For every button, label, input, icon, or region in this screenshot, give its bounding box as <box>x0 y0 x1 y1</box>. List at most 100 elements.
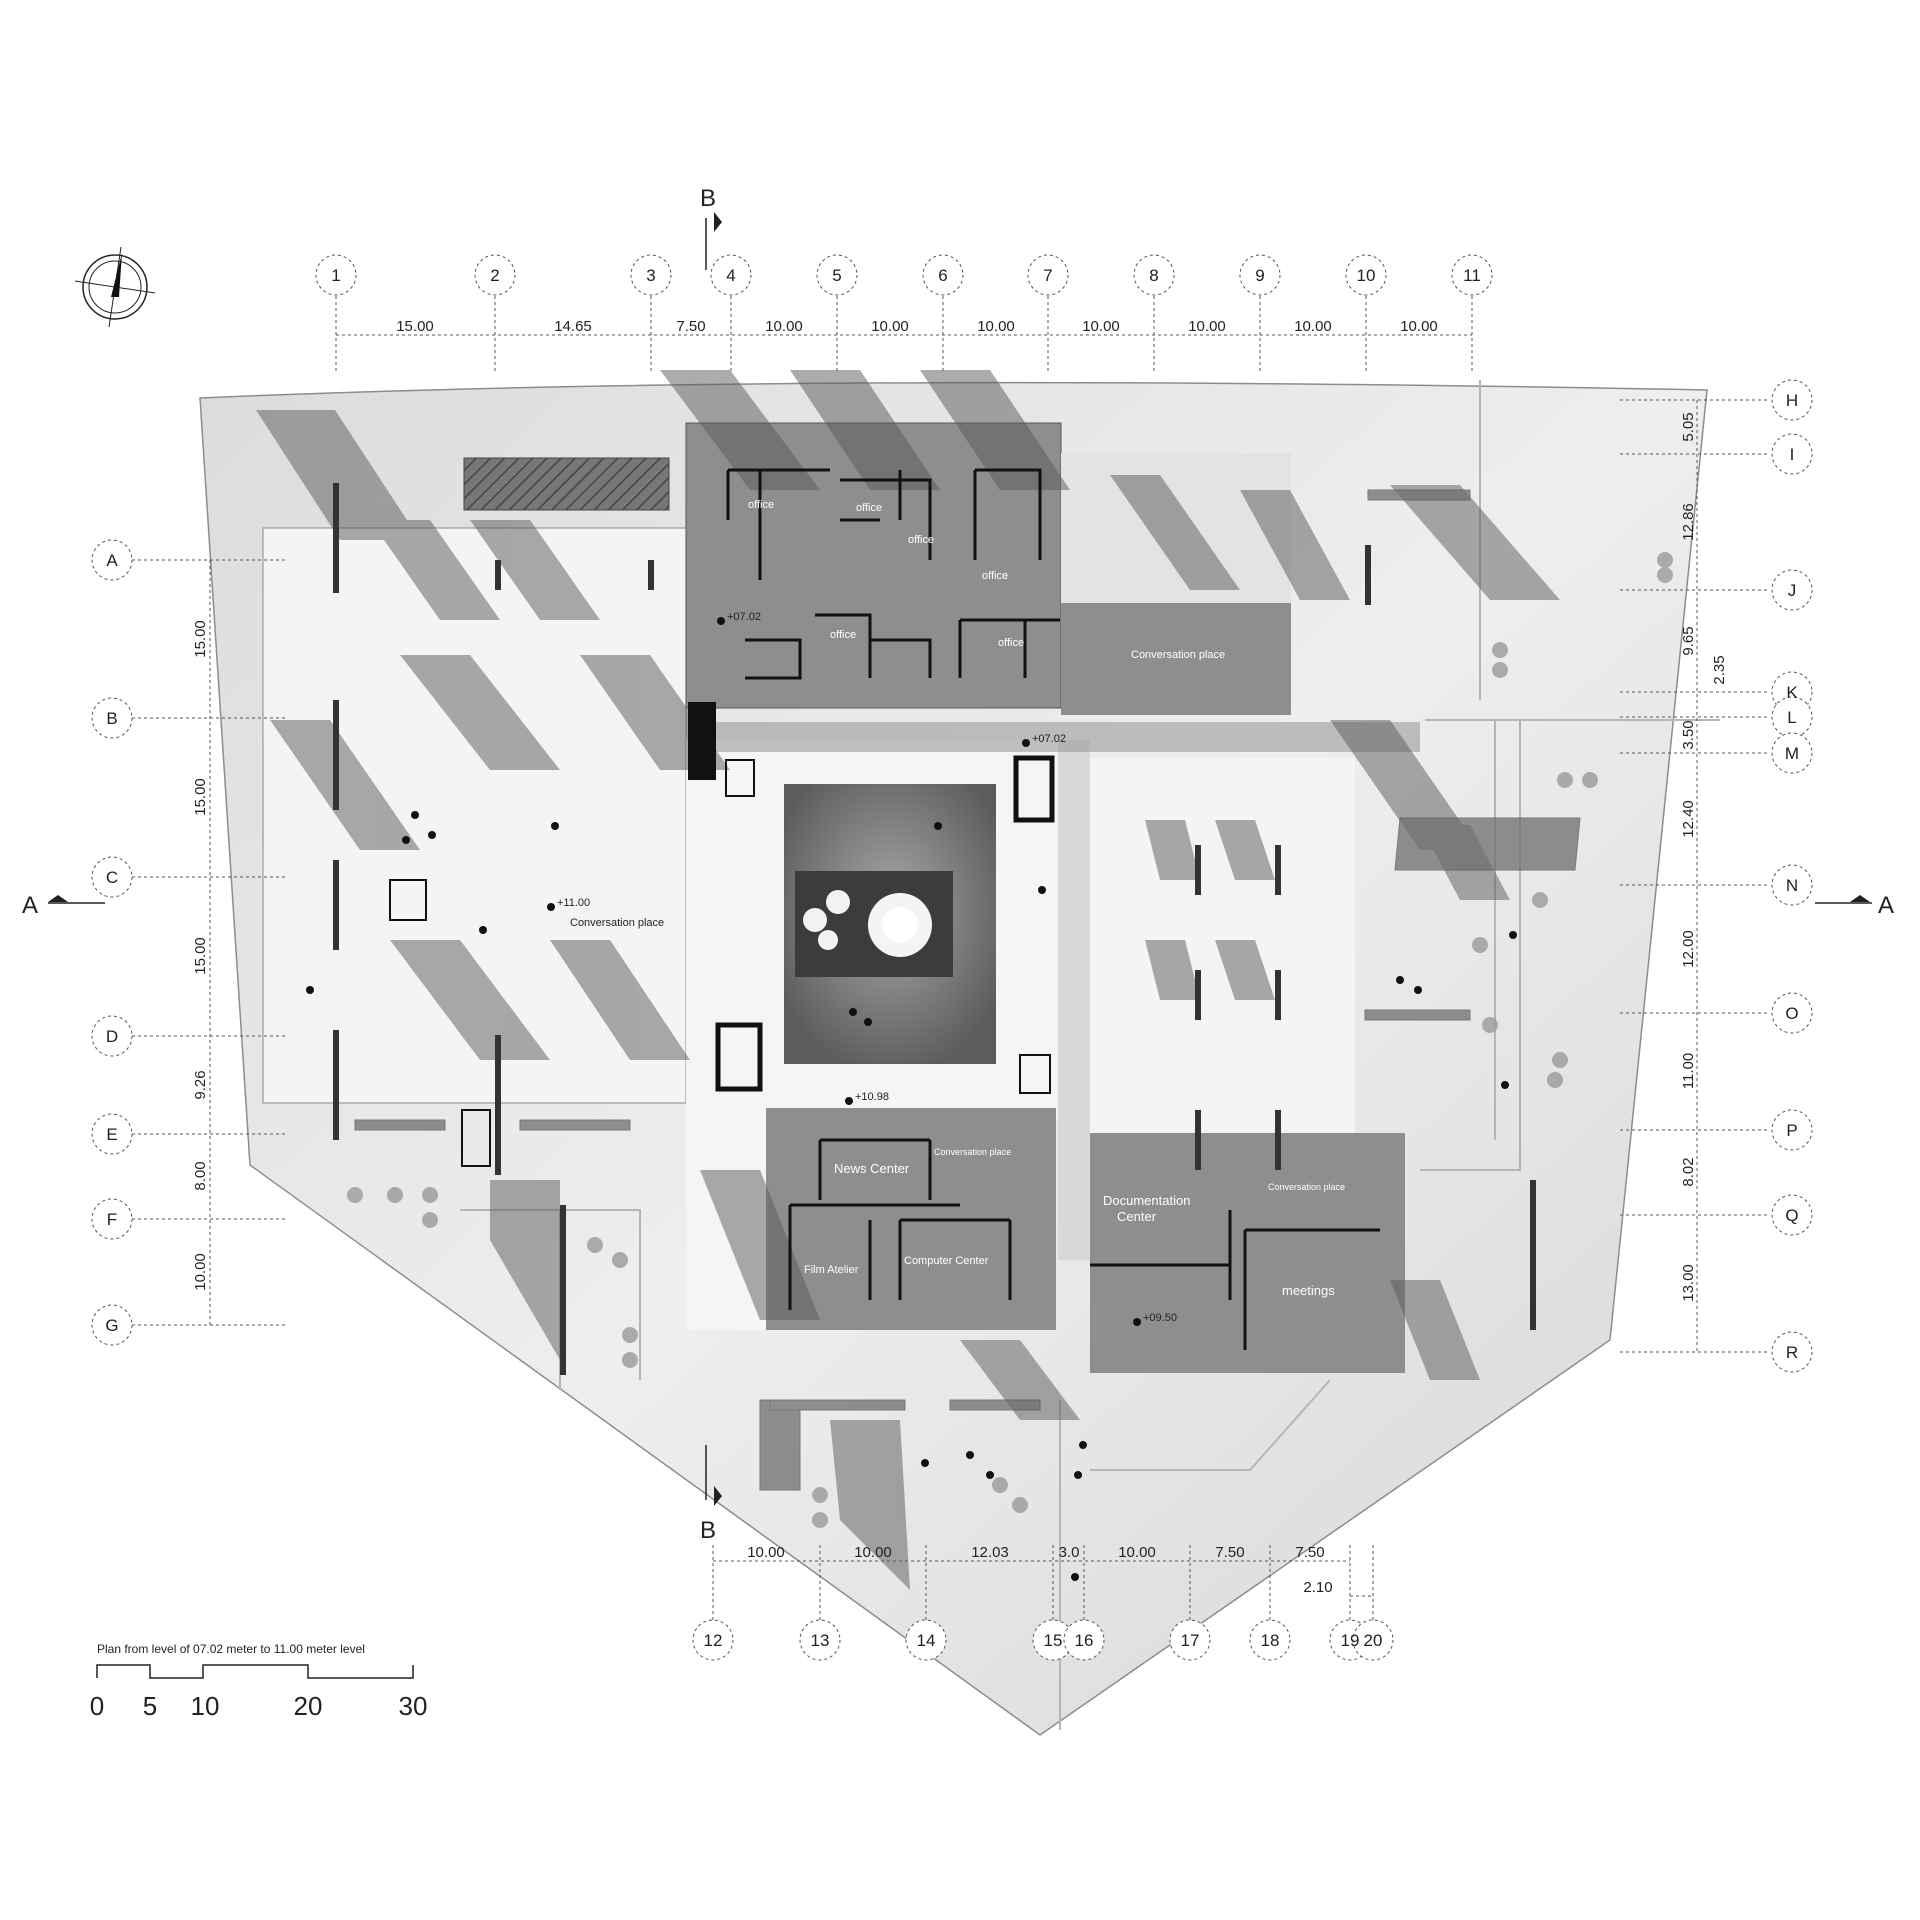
svg-text:B: B <box>700 1517 716 1544</box>
grid-label-15: 15 <box>1044 1631 1063 1650</box>
dim-left-5: 8.00 <box>192 1161 209 1190</box>
dim-top-7: 10.00 <box>1082 318 1120 335</box>
dims-top: 15.00 14.65 7.50 10.00 10.00 10.00 10.00… <box>396 318 1438 335</box>
level-marker-icon <box>845 1097 853 1105</box>
label-conversation-ne: Conversation place <box>1131 649 1225 661</box>
dim-left-1: 15.00 <box>192 620 209 658</box>
grid-label-H: H <box>1786 391 1798 410</box>
level-2: +07.02 <box>1032 733 1066 745</box>
label-meetings: meetings <box>1282 1283 1335 1298</box>
stair-cores <box>389 702 1055 1167</box>
trees <box>347 552 1673 1528</box>
label-news-center: News Center <box>834 1161 910 1176</box>
level-marker-icon <box>1133 1318 1141 1326</box>
dim-right-3: 9.65 <box>1680 626 1697 655</box>
dim-right-6: 12.40 <box>1680 800 1697 838</box>
label-conversation-se: Conversation place <box>1268 1182 1345 1192</box>
svg-text:B: B <box>700 185 716 212</box>
grid-label-N: N <box>1786 876 1798 895</box>
dim-left-4: 9.26 <box>192 1070 209 1099</box>
overhang-panels <box>354 489 1581 1491</box>
grid-label-J: J <box>1788 581 1797 600</box>
dim-right-7: 12.00 <box>1680 930 1697 968</box>
north-corridor <box>700 722 1420 752</box>
label-office-1: office <box>748 499 774 511</box>
dim-right-2: 12.86 <box>1680 503 1697 541</box>
level-marker-icon <box>1022 739 1030 747</box>
dim-right-9: 8.02 <box>1680 1157 1697 1186</box>
dim-top-6: 10.00 <box>977 318 1015 335</box>
grid-label-3: 3 <box>646 266 655 285</box>
east-corridor <box>1058 740 1090 1260</box>
grid-label-12: 12 <box>704 1631 723 1650</box>
courtyard-plants <box>803 890 932 957</box>
grid-left-labels: A B C D E F G <box>105 551 118 1335</box>
section-marker-a-right: A <box>1815 892 1894 919</box>
dim-right-1: 5.05 <box>1680 412 1697 441</box>
dim-bottom-2: 10.00 <box>854 1544 892 1561</box>
dim-top-10: 10.00 <box>1400 318 1438 335</box>
room-labels: office office office office office offic… <box>570 499 1345 1298</box>
dim-top-8: 10.00 <box>1188 318 1226 335</box>
label-film-atelier: Film Atelier <box>804 1264 859 1276</box>
dim-bottom-4: 3.0 <box>1059 1544 1080 1561</box>
grid-label-D: D <box>106 1027 118 1046</box>
grid-label-R: R <box>1786 1343 1798 1362</box>
office-walls <box>726 468 1060 680</box>
grid-left <box>91 539 285 1346</box>
dim-top-2: 14.65 <box>554 318 592 335</box>
dim-bottom-1: 10.00 <box>747 1544 785 1561</box>
grid-label-C: C <box>106 868 118 887</box>
label-office-3: office <box>908 534 934 546</box>
grid-top-labels: 1 2 3 4 5 6 7 8 9 10 11 <box>331 266 1481 285</box>
south-east-block <box>1090 1133 1405 1373</box>
level-1: +07.02 <box>727 611 761 623</box>
label-office-4: office <box>982 570 1008 582</box>
scale-20: 20 <box>294 1691 323 1721</box>
svg-text:A: A <box>22 892 38 919</box>
dim-right-5: 3.50 <box>1680 720 1697 749</box>
grid-label-B: B <box>106 709 117 728</box>
grid-label-9: 9 <box>1255 266 1264 285</box>
scale-labels: 0 5 10 20 30 <box>90 1691 428 1721</box>
dim-bottom-3: 12.03 <box>971 1544 1009 1561</box>
label-office-2: office <box>856 502 882 514</box>
grid-label-13: 13 <box>811 1631 830 1650</box>
dim-top-9: 10.00 <box>1294 318 1332 335</box>
label-office-5: office <box>830 629 856 641</box>
grid-right <box>1620 379 1813 1373</box>
grid-label-O: O <box>1785 1004 1798 1023</box>
dim-left-2: 15.00 <box>192 778 209 816</box>
grid-label-7: 7 <box>1043 266 1052 285</box>
section-marker-b-top: B <box>700 185 722 270</box>
dim-left-3: 15.00 <box>192 937 209 975</box>
grid-label-19: 19 <box>1341 1631 1360 1650</box>
dim-left-6: 10.00 <box>192 1253 209 1291</box>
dim-bottom-8: 2.10 <box>1303 1579 1332 1596</box>
section-marker-a-left: A <box>22 892 105 919</box>
grid-label-G: G <box>105 1316 118 1335</box>
grid-label-L: L <box>1787 708 1796 727</box>
grid-label-10: 10 <box>1357 266 1376 285</box>
dim-right-8: 11.00 <box>1680 1053 1697 1089</box>
dims-left: 15.00 15.00 15.00 9.26 8.00 10.00 <box>192 620 209 1291</box>
label-conversation-w: Conversation place <box>570 917 664 929</box>
label-office-6: office <box>998 637 1024 649</box>
grid-label-F: F <box>107 1210 117 1229</box>
north-arrow-icon <box>74 246 156 328</box>
label-conversation-s: Conversation place <box>934 1147 1011 1157</box>
dim-top-1: 15.00 <box>396 318 434 335</box>
grid-label-17: 17 <box>1181 1631 1200 1650</box>
dim-right-4: 2.35 <box>1711 655 1728 684</box>
level-5: +09.50 <box>1143 1312 1177 1324</box>
grid-label-20: 20 <box>1364 1631 1383 1650</box>
grid-label-4: 4 <box>726 266 735 285</box>
dim-top-3: 7.50 <box>676 318 705 335</box>
dim-top-4: 10.00 <box>765 318 803 335</box>
plan-caption: Plan from level of 07.02 meter to 11.00 … <box>97 1642 365 1656</box>
grid-label-16: 16 <box>1075 1631 1094 1650</box>
dims-bottom: 10.00 10.00 12.03 3.0 10.00 7.50 7.50 2.… <box>747 1544 1332 1596</box>
level-marker-icon <box>547 903 555 911</box>
scale-10: 10 <box>191 1691 220 1721</box>
